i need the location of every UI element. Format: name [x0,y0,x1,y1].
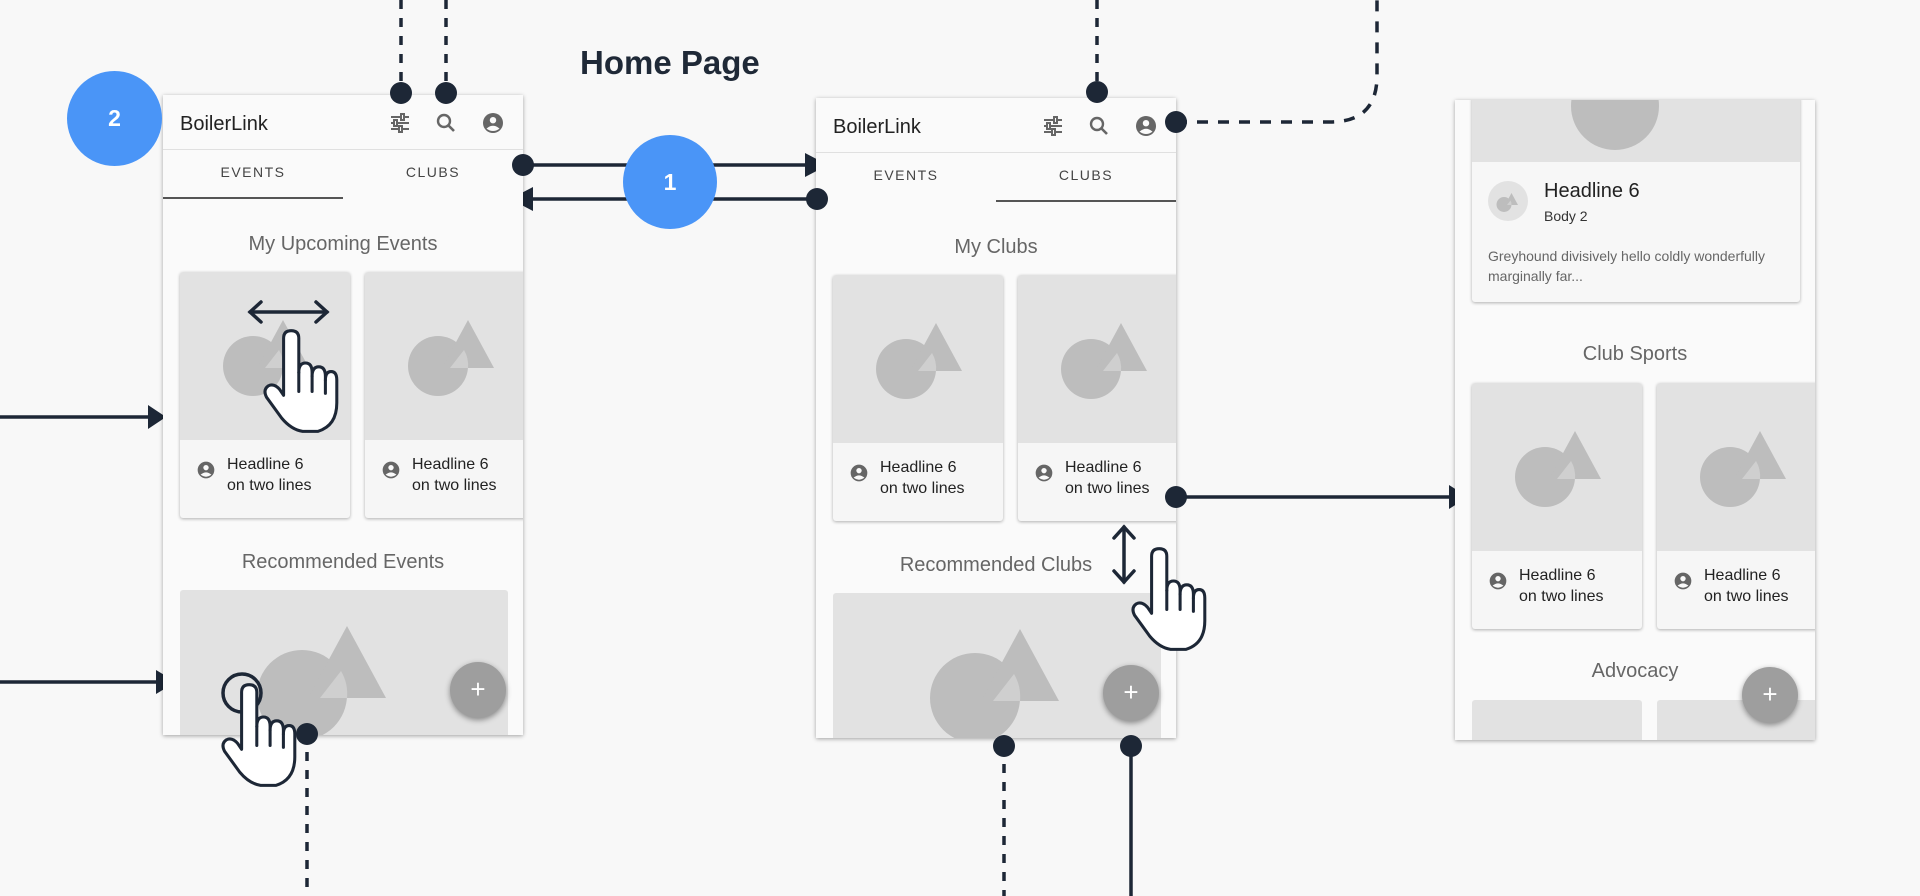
tab-clubs[interactable]: CLUBS [405,164,461,180]
account-circle-icon [1489,572,1507,590]
add-fab-button[interactable]: + [450,662,506,718]
card-media [365,272,523,440]
account-circle-icon[interactable] [1134,114,1158,138]
card-media [1657,383,1815,551]
image-placeholder-icon [223,320,309,396]
account-circle-icon [197,461,215,479]
tune-icon[interactable] [388,111,412,135]
image-placeholder-icon [1571,100,1659,150]
image-placeholder-icon [930,629,1059,738]
card-subtitle: Body 2 [1544,208,1588,224]
recommended-event-card[interactable] [180,590,508,735]
card-media [1018,275,1176,443]
avatar [1488,181,1528,221]
event-card[interactable]: Headline 6 on two lines [180,272,350,518]
club-card[interactable] [1472,700,1642,740]
tab-events[interactable]: EVENTS [163,151,343,199]
card-media [833,275,1003,443]
clubs-screen: BoilerLink EVENTS CLUBS My Clubs Headlin… [816,98,1176,738]
account-circle-icon [850,464,868,482]
club-card[interactable]: Headline 6 on two lines [1472,383,1642,629]
image-placeholder-icon [1515,431,1601,507]
card-media [1472,100,1800,162]
tune-icon[interactable] [1041,114,1065,138]
connector-account [1176,0,1379,124]
search-icon[interactable] [434,111,458,135]
section-title: My Clubs [954,236,1038,258]
app-bar: BoilerLink [163,95,523,150]
section-title: Recommended Clubs [899,554,1093,576]
add-fab-button[interactable]: + [1103,665,1159,721]
tab-events[interactable]: EVENTS [873,167,939,183]
tab-bar: EVENTS CLUBS [816,154,1176,202]
card-body: Greyhound divisively hello coldly wonder… [1488,248,1766,284]
image-placeholder-icon [408,320,494,396]
account-circle-icon [382,461,400,479]
card-headline: Headline 6 on two lines [412,456,497,494]
card-headline: Headline 6 [1544,180,1640,202]
image-placeholder-icon [1700,431,1786,507]
club-detail-screen: Headline 6 Body 2 Greyhound divisively h… [1455,100,1815,740]
connector-endpoint [1120,735,1142,757]
image-placeholder-icon [1061,323,1147,399]
add-fab-button[interactable]: + [1742,667,1798,723]
account-circle-icon [1035,464,1053,482]
app-title: BoilerLink [180,113,268,135]
club-card[interactable]: Headline 6 on two lines [1657,383,1815,629]
card-headline: Headline 6 on two lines [1704,567,1789,605]
club-card[interactable]: Headline 6 on two lines [1018,275,1176,521]
recommended-club-card[interactable] [833,593,1161,738]
card-headline: Headline 6 on two lines [1519,567,1604,605]
tab-bar: EVENTS CLUBS [163,151,523,199]
card-headline: Headline 6 on two lines [880,459,965,497]
image-placeholder-icon [876,323,962,399]
account-circle-icon[interactable] [481,111,505,135]
search-icon[interactable] [1087,114,1111,138]
step-badge: 1 [623,135,717,229]
connector-endpoint [993,735,1015,757]
club-card[interactable]: Headline 6 on two lines [833,275,1003,521]
section-title: Club Sports [1582,343,1688,365]
card-headline: Headline 6 on two lines [227,456,312,494]
events-screen: BoilerLink EVENTS CLUBS My Upcoming Even… [163,95,523,735]
image-placeholder-icon [1496,193,1518,212]
image-placeholder-icon [257,626,386,735]
account-circle-icon [1674,572,1692,590]
card-media [180,272,350,440]
page-title: Home Page [580,44,760,81]
card-headline: Headline 6 on two lines [1065,459,1150,497]
club-detail-card[interactable]: Headline 6 Body 2 Greyhound divisively h… [1472,100,1800,302]
card-media [1472,383,1642,551]
step-badge: 2 [67,71,162,166]
tab-clubs[interactable]: CLUBS [996,154,1176,202]
section-title: My Upcoming Events [248,233,438,255]
app-title: BoilerLink [833,116,921,138]
section-title: Recommended Events [241,551,445,573]
section-title: Advocacy [1591,660,1679,682]
event-card[interactable]: Headline 6 on two lines [365,272,523,518]
app-bar: BoilerLink [816,98,1176,153]
